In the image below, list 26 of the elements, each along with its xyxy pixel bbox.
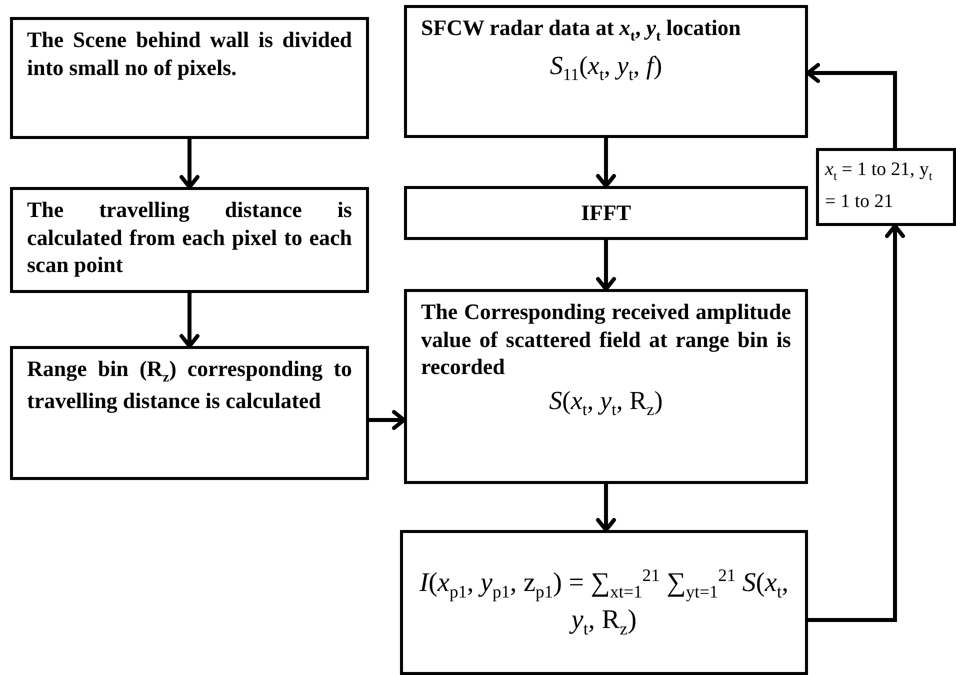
arrow [180,139,200,189]
formula-text: S$_{11}$(x$_{t}$, y$_{t}$, f) [550,50,662,86]
process-box [10,17,369,139]
arrow [180,293,200,348]
process-box [404,289,808,484]
arrow [596,240,616,291]
data-box [404,5,808,138]
process-box [10,346,369,480]
step-text: IFFT [580,199,632,227]
loop-range-box [816,148,956,226]
step-text: Range bin (R$_{z}$) corresponding to travelling distance is calculated [27,355,352,415]
step-text: x$_{t}$ = 1 to 21, y$_{t}$ = 1 to 21 [825,158,934,214]
arrow [369,410,406,430]
formula-text: I(x$_{p1}$, y$_{p1}$, z$_{p1}$) = ∑$_{xt=1}$$^{21}$ ∑$_{yt=1}$$^{21}$ S(x$_{t}$, y$_{t}$, R$_{z}$) [418,564,790,640]
step-text: The Scene behind wall is divided into small no of pixels. [27,26,352,81]
step-text: The Corresponding received amplitude value of scattered field at range bin is recorded [421,298,791,380]
process-box [404,186,808,240]
process-box [10,187,369,293]
formula-box [400,530,808,675]
arrow [808,224,905,622]
step-text: SFCW radar data at x$_{t}$, y$_{t}$ location [421,14,742,46]
arrow [596,484,616,532]
arrow [806,63,897,148]
formula-text: S(x$_{t}$, y$_{t}$, R$_{z}$) [549,384,663,420]
step-text: The travelling distance is calculated from each pixel to each scan point [27,196,352,278]
arrow [596,138,616,188]
